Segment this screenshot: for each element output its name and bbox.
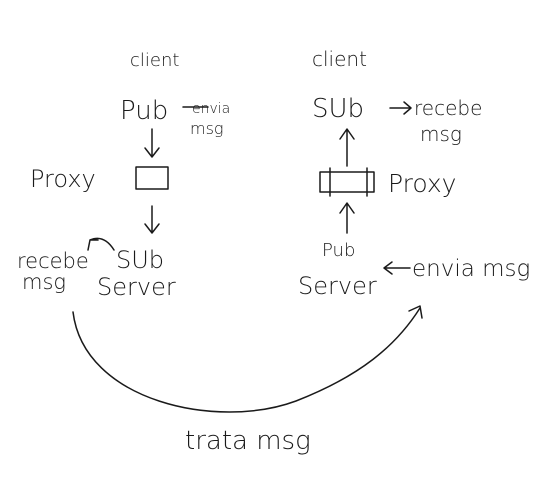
right-arrow-envia-to-pub [383,261,411,275]
left-recebe-label: recebe [17,249,89,273]
left-arrow-pub-to-proxy [144,128,160,158]
left-client-label: client [130,50,179,71]
right-envia-msg-label: envia msg [412,256,530,282]
left-recebe-msg-label: msg [22,270,66,294]
right-arrow-proxy-to-sub [339,128,355,167]
right-sub-note-arrow [389,101,412,115]
left-arrow-sub-to-recebe [87,237,115,251]
left-pub-note-2: msg [190,119,224,138]
left-server-label: Server [97,273,176,301]
left-arrow-proxy-to-sub [144,205,160,234]
right-sub-label: SUb [312,94,364,124]
left-sub-label: SUb [116,246,164,274]
right-proxy-label: Proxy [388,169,456,198]
right-pub-label: Pub [322,240,355,261]
right-proxy-box [319,171,375,193]
left-proxy-box [135,166,169,190]
left-pub-note-1: envia [192,101,230,117]
curve-arrowhead [408,305,423,319]
right-arrow-pub-to-proxy [339,202,355,234]
right-sub-note-1: recebe [414,96,482,120]
right-client-label: client [312,47,367,71]
curve-server-to-server [72,307,421,413]
bottom-trata-msg-label: trata msg [185,426,311,456]
right-sub-note-2: msg [420,122,462,146]
left-proxy-label: Proxy [30,165,96,193]
right-server-label: Server [298,272,377,300]
left-pub-label: Pub [120,96,168,126]
